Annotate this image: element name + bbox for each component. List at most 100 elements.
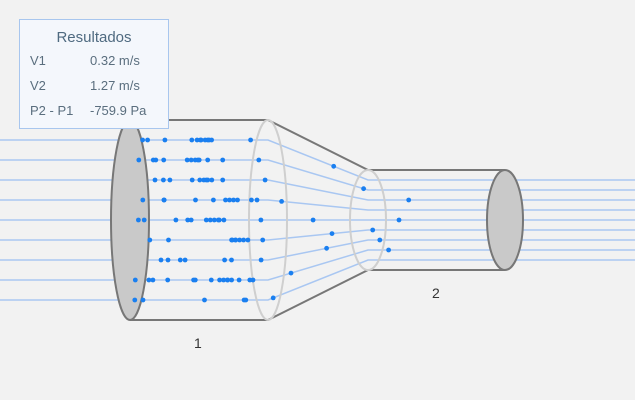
flow-particle (165, 257, 171, 263)
result-label: V2 (30, 78, 46, 93)
flow-particle (140, 137, 146, 143)
flow-particle (189, 137, 195, 143)
result-value: 1.27 m/s (90, 78, 140, 93)
result-label: P2 - P1 (30, 103, 74, 118)
flow-particle (270, 295, 276, 301)
flow-particle (377, 237, 383, 243)
flow-particle (248, 137, 254, 143)
flow-particle (161, 177, 166, 183)
flow-particle (177, 257, 183, 263)
flow-particle (231, 197, 236, 203)
flow-particle (223, 197, 228, 203)
flow-particle (220, 157, 226, 163)
flow-particle (145, 137, 151, 143)
result-value: -759.9 Pa (90, 103, 147, 118)
flow-particle (146, 277, 152, 283)
streamlines (0, 139, 635, 301)
flow-particle (279, 199, 284, 204)
flow-particle (185, 217, 191, 223)
flow-particle (215, 217, 221, 223)
flow-particle (205, 177, 211, 183)
flow-particle (262, 177, 268, 183)
flow-particle (152, 177, 158, 183)
flow-particle (173, 217, 179, 223)
flow-particle (140, 297, 146, 303)
flow-particle (207, 217, 213, 223)
flow-particle (162, 137, 168, 143)
flow-particle (188, 217, 194, 223)
flow-particle (161, 157, 167, 163)
streamline (0, 249, 635, 281)
flow-particle (192, 157, 198, 163)
flow-particle (141, 217, 147, 223)
flow-particle (386, 247, 391, 253)
flow-particle (310, 217, 316, 223)
flow-particle (331, 163, 337, 169)
flow-particle (196, 157, 202, 163)
flow-particle (206, 137, 212, 143)
flow-particle (324, 245, 329, 251)
flow-particle (147, 237, 153, 243)
flow-particle (243, 297, 249, 303)
flow-particle (361, 186, 366, 192)
flow-particle (220, 177, 226, 183)
flow-particle (225, 277, 231, 283)
outlet-cap (486, 169, 524, 271)
flow-particle (203, 217, 209, 223)
flow-particle (221, 277, 227, 283)
flow-particle (241, 237, 247, 243)
flow-particle (202, 297, 207, 303)
flow-particle (189, 177, 195, 183)
flow-particle (260, 237, 266, 243)
flow-particle (237, 237, 243, 243)
result-label: V1 (30, 53, 46, 68)
flow-particle (166, 237, 171, 243)
flow-particle (258, 257, 264, 263)
flow-particle (140, 197, 146, 203)
flow-particle (198, 137, 204, 143)
results-panel: Resultados V1 0.32 m/s V2 1.27 m/s P2 - … (19, 19, 169, 129)
flow-particle (192, 277, 198, 283)
flow-particle (209, 177, 215, 183)
pipe-body-outline (130, 119, 505, 321)
result-value: 0.32 m/s (90, 53, 140, 68)
flow-particle (256, 157, 262, 163)
flow-particle (329, 231, 335, 237)
flow-particle (197, 177, 203, 183)
flow-particle (233, 237, 239, 243)
flow-particle (205, 157, 211, 163)
flow-particle (153, 157, 159, 163)
flow-particle (211, 197, 216, 203)
flow-particle (167, 177, 173, 183)
section-2-label: 2 (432, 285, 440, 301)
flow-particle (229, 277, 235, 283)
section-2-ring (349, 169, 387, 271)
flow-particle (184, 157, 190, 163)
flow-particle (150, 277, 156, 283)
flow-particle (202, 137, 208, 143)
flow-particle (249, 197, 254, 203)
flow-particle (370, 227, 376, 233)
flow-particle (236, 277, 242, 283)
flow-particle (211, 217, 217, 223)
flow-particle (161, 197, 167, 203)
streamline (0, 159, 635, 191)
flow-particle (254, 197, 260, 203)
particles (132, 137, 412, 303)
streamline (0, 199, 635, 211)
flow-particle (136, 217, 141, 223)
flow-particle (194, 137, 200, 143)
flow-particle (288, 270, 294, 276)
results-title: Resultados (56, 29, 132, 46)
flow-particle (221, 217, 227, 223)
flow-particle (222, 257, 228, 263)
flow-particle (136, 157, 142, 163)
section-1-label: 1 (194, 335, 202, 351)
flow-particle (235, 197, 240, 203)
flow-particle (182, 257, 188, 263)
flow-particle (406, 197, 412, 203)
flow-particle (158, 257, 164, 263)
flow-particle (258, 217, 264, 223)
flow-particle (396, 217, 402, 223)
flow-particle (132, 297, 138, 303)
